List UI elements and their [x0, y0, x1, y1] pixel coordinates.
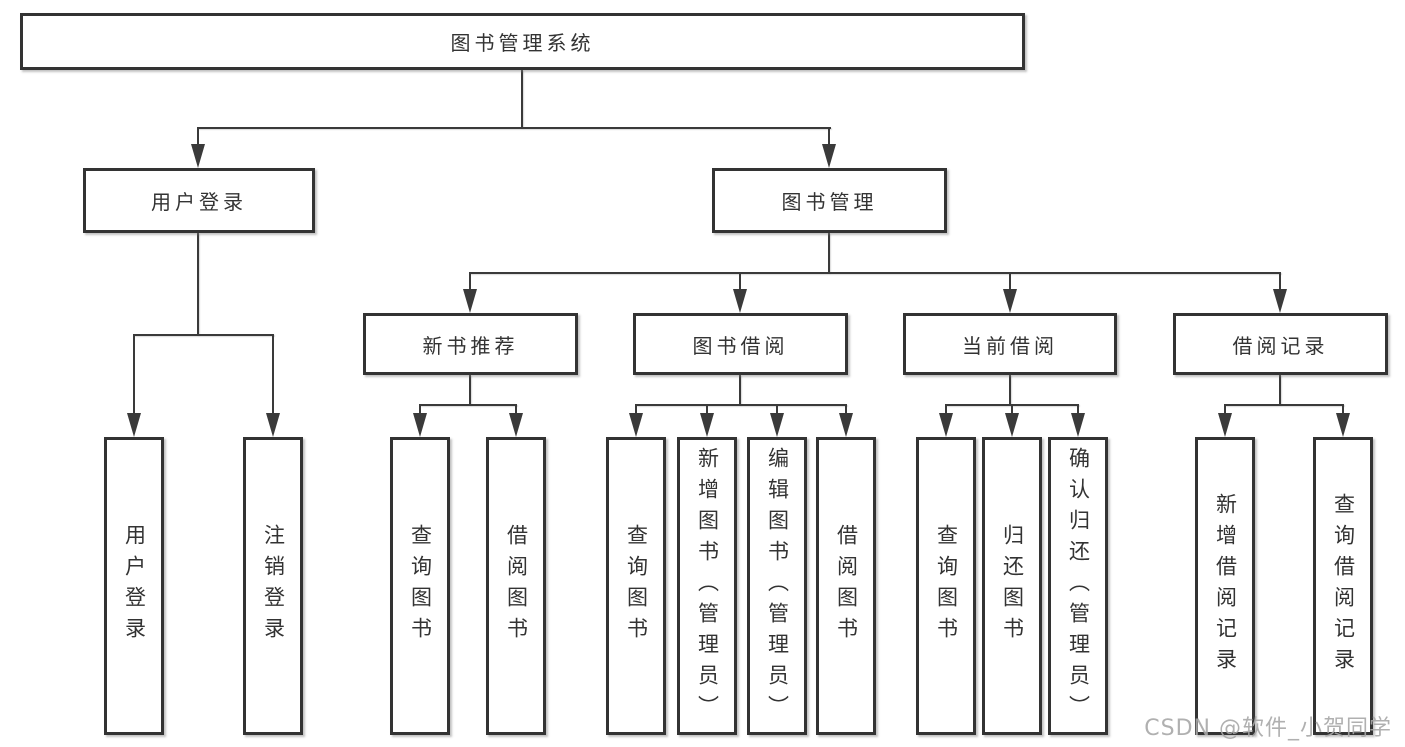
leaf-label: 借阅图书 [504, 524, 529, 648]
leaf-borrow-books: 借阅图书 [816, 437, 876, 735]
leaf-label: 借阅图书 [834, 524, 859, 648]
arrow-down-icon [839, 413, 853, 437]
node-label: 图书管理 [781, 190, 878, 214]
arrow-down-icon [629, 413, 643, 437]
node-label: 用户登录 [151, 190, 247, 214]
leaf-query-books: 查询图书 [390, 437, 450, 735]
arrow-stem [828, 127, 830, 146]
node-label: 图书管理系统 [450, 31, 595, 55]
arrow-down-icon [822, 144, 836, 168]
leaf-label: 新增图书（管理员） [695, 446, 720, 726]
leaf-query-books: 查询图书 [916, 437, 976, 735]
leaf-user-login: 用户登录 [104, 437, 164, 735]
leaf-label: 查询图书 [934, 524, 959, 648]
leaf-edit-book-admin: 编辑图书（管理员） [747, 437, 807, 735]
arrow-stem [515, 404, 517, 415]
connector-book-borrow-trunk [739, 375, 741, 405]
leaf-return-books: 归还图书 [982, 437, 1042, 735]
arrow-stem [1342, 404, 1344, 415]
arrow-down-icon [191, 144, 205, 168]
arrow-stem [133, 334, 135, 415]
leaf-label: 归还图书 [1000, 524, 1025, 648]
arrow-down-icon [1071, 413, 1085, 437]
leaf-label: 查询借阅记录 [1331, 493, 1356, 679]
leaf-add-borrow-record: 新增借阅记录 [1195, 437, 1255, 735]
leaf-label: 编辑图书（管理员） [765, 446, 790, 726]
arrow-down-icon [127, 413, 141, 437]
connector-current-borrow-trunk [1009, 375, 1011, 405]
node-label: 新书推荐 [422, 333, 519, 358]
arrow-down-icon [1336, 413, 1350, 437]
node-label: 借阅记录 [1232, 333, 1329, 358]
arrow-stem [1009, 272, 1011, 291]
arrow-stem [1077, 404, 1079, 415]
connector-new-book-trunk [469, 375, 471, 405]
connector-borrow-record-trunk [1279, 375, 1281, 405]
arrow-stem [845, 404, 847, 415]
arrow-down-icon [266, 413, 280, 437]
connector-root-trunk [521, 70, 523, 128]
node-label: 当前借阅 [962, 333, 1058, 358]
arrow-down-icon [463, 289, 477, 313]
leaf-label: 确认归还（管理员） [1066, 446, 1091, 726]
arrow-stem [776, 404, 778, 415]
node-library-system: 图书管理系统 [20, 13, 1025, 70]
arrow-stem [1279, 272, 1281, 291]
connector-book-mgmt-trunk [828, 233, 830, 273]
leaf-query-books: 查询图书 [606, 437, 666, 735]
arrow-down-icon [1273, 289, 1287, 313]
leaf-label: 查询图书 [624, 524, 649, 648]
arrow-down-icon [700, 413, 714, 437]
leaf-borrow-books: 借阅图书 [486, 437, 546, 735]
arrow-stem [1224, 404, 1226, 415]
arrow-down-icon [509, 413, 523, 437]
node-book-borrow: 图书借阅 [633, 313, 848, 375]
node-new-book-recommend: 新书推荐 [363, 313, 578, 375]
leaf-add-book-admin: 新增图书（管理员） [677, 437, 737, 735]
leaf-label: 注销登录 [261, 524, 286, 648]
arrow-stem [419, 404, 421, 415]
arrow-stem [635, 404, 637, 415]
leaf-label: 用户登录 [122, 524, 147, 648]
node-label: 图书借阅 [692, 333, 789, 358]
arrow-down-icon [733, 289, 747, 313]
arrow-down-icon [1003, 289, 1017, 313]
connector-level2-bus [198, 127, 831, 129]
node-user-login: 用户登录 [83, 168, 315, 233]
leaf-logout-login: 注销登录 [243, 437, 303, 735]
arrow-down-icon [413, 413, 427, 437]
csdn-watermark: CSDN @软件_小贺同学 [1144, 716, 1392, 741]
arrow-stem [706, 404, 708, 415]
connector-book-borrow-bus [636, 404, 847, 406]
node-borrow-records: 借阅记录 [1173, 313, 1388, 375]
arrow-stem [272, 334, 274, 415]
arrow-down-icon [770, 413, 784, 437]
arrow-down-icon [939, 413, 953, 437]
connector-new-book-bus [420, 404, 517, 406]
arrow-down-icon [1005, 413, 1019, 437]
arrow-stem [739, 272, 741, 291]
node-current-borrow: 当前借阅 [903, 313, 1117, 375]
leaf-label: 新增借阅记录 [1213, 493, 1238, 679]
arrow-stem [469, 272, 471, 291]
arrow-down-icon [1218, 413, 1232, 437]
node-book-management: 图书管理 [712, 168, 947, 233]
connector-user-login-bus [134, 334, 274, 336]
leaf-label: 查询图书 [408, 524, 433, 648]
connector-user-login-trunk [197, 233, 199, 335]
arrow-stem [1011, 404, 1013, 415]
arrow-stem [945, 404, 947, 415]
leaf-confirm-return-admin: 确认归还（管理员） [1048, 437, 1108, 735]
connector-borrow-record-bus [1225, 404, 1344, 406]
leaf-query-borrow-record: 查询借阅记录 [1313, 437, 1373, 735]
connector-level3-bus [470, 272, 1281, 274]
arrow-stem [197, 127, 199, 146]
